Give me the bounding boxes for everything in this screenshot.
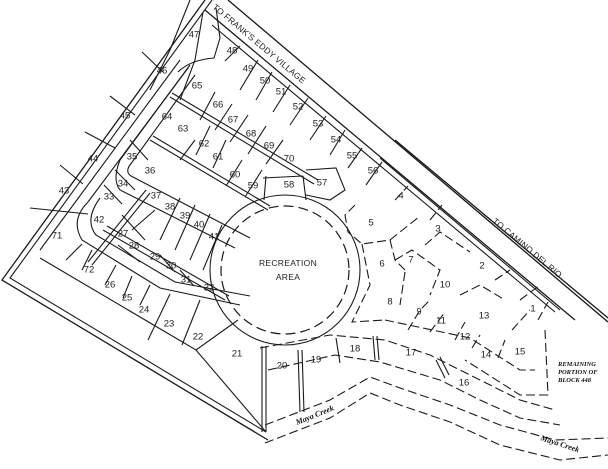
road-camino-del-rio <box>379 139 608 319</box>
lot-label-39: 39 <box>180 211 191 222</box>
lot-label-9: 9 <box>416 307 421 318</box>
lot-label-6: 6 <box>379 259 384 270</box>
recreation-area: RECREATION AREA <box>209 194 361 346</box>
lot-label-10: 10 <box>440 280 451 291</box>
lot-label-15: 15 <box>515 347 526 358</box>
lot-label-47: 47 <box>189 30 200 41</box>
lot-label-7: 7 <box>408 255 413 266</box>
lot-label-4: 4 <box>398 191 403 202</box>
lot-label-48: 48 <box>227 46 238 57</box>
lot-label-27: 27 <box>118 229 129 240</box>
svg-text:PORTION OF: PORTION OF <box>558 369 598 376</box>
svg-text:BLOCK 448: BLOCK 448 <box>557 377 592 384</box>
lot-label-11: 11 <box>436 316 446 327</box>
recreation-area-label-line2: AREA <box>276 272 300 282</box>
lot-label-49: 49 <box>243 64 254 75</box>
lot-label-30: 30 <box>166 261 177 272</box>
svg-text:REMAINING: REMAINING <box>557 361 596 368</box>
lot-label-51: 51 <box>276 87 287 98</box>
lot-lines-east-dashed <box>259 185 561 432</box>
lot-label-29: 29 <box>150 252 161 263</box>
lot-label-21: 21 <box>232 349 243 360</box>
lot-label-35: 35 <box>127 152 138 163</box>
lot-label-50: 50 <box>260 76 271 87</box>
lot-label-45: 45 <box>120 111 131 122</box>
lot-label-58: 58 <box>284 180 295 191</box>
lot-label-13: 13 <box>479 311 490 322</box>
lot-label-38: 38 <box>165 202 176 213</box>
lot-label-56: 56 <box>368 166 379 177</box>
lot-label-17: 17 <box>406 348 417 359</box>
road-franks-eddy-village <box>204 0 608 323</box>
lot-label-28: 28 <box>129 241 140 252</box>
lot-label-20: 20 <box>277 361 288 372</box>
lot-label-70: 70 <box>284 154 295 165</box>
lot-label-5: 5 <box>368 218 373 229</box>
street-label-camino-del-rio: TO CAMINO DEL RIO <box>491 216 565 280</box>
lot-label-18: 18 <box>350 344 361 355</box>
lot-label-72: 72 <box>84 265 95 276</box>
street-label-franks-eddy-village: TO FRANK'S EDDY VILLAGE <box>211 2 308 86</box>
lot-label-66: 66 <box>213 100 224 111</box>
remaining-portion-label: REMAINING PORTION OF BLOCK 448 <box>557 361 598 384</box>
lot-label-14: 14 <box>481 350 492 361</box>
lot-label-36: 36 <box>145 166 156 177</box>
lot-label-60: 60 <box>230 170 241 181</box>
lot-label-44: 44 <box>88 154 99 165</box>
lot-label-41: 41 <box>209 232 220 243</box>
lot-label-54: 54 <box>331 135 342 146</box>
lot-label-64: 64 <box>162 112 173 123</box>
lot-label-63: 63 <box>178 124 189 135</box>
lot-label-34: 34 <box>118 179 129 190</box>
lot-label-33: 33 <box>104 192 115 203</box>
lot-label-62: 62 <box>199 139 210 150</box>
lot-label-65: 65 <box>192 81 203 92</box>
lot-label-55: 55 <box>347 151 358 162</box>
lot-label-19: 19 <box>311 355 322 366</box>
lot-label-2: 2 <box>479 261 484 272</box>
lot-label-32: 32 <box>204 283 215 294</box>
lot-label-1: 1 <box>530 304 535 315</box>
lot-label-43: 43 <box>59 186 70 197</box>
lot-label-8: 8 <box>387 297 392 308</box>
lot-label-22: 22 <box>193 332 204 343</box>
lot-label-42: 42 <box>94 215 105 226</box>
internal-streets <box>39 0 319 306</box>
lot-lines-west <box>29 51 223 346</box>
lot-label-52: 52 <box>293 102 304 113</box>
lot-label-37: 37 <box>151 191 162 202</box>
lot-label-69: 69 <box>264 141 275 152</box>
lot-label-40: 40 <box>194 220 205 231</box>
lot-lines-north <box>195 45 383 201</box>
lot-label-61: 61 <box>213 152 224 163</box>
lot-label-24: 24 <box>139 305 150 316</box>
lot-label-3: 3 <box>435 224 440 235</box>
lot-label-26: 26 <box>105 280 116 291</box>
lot-label-71: 71 <box>52 231 63 242</box>
recreation-area-label-line1: RECREATION <box>259 258 317 268</box>
lot-label-23: 23 <box>164 319 175 330</box>
maya-creek: Maya Creek Maya Creek <box>264 376 608 461</box>
lot-label-59: 59 <box>248 181 259 192</box>
outer-boundary <box>1 0 269 441</box>
lot-label-53: 53 <box>313 119 324 130</box>
lot-label-16: 16 <box>459 378 470 389</box>
lot-label-12: 12 <box>460 332 471 343</box>
lot-label-67: 67 <box>228 115 239 126</box>
lot-label-31: 31 <box>181 275 192 286</box>
lot-label-25: 25 <box>122 293 133 304</box>
lot-label-46: 46 <box>157 66 168 77</box>
lot-label-57: 57 <box>317 178 328 189</box>
lot-label-68: 68 <box>246 129 257 140</box>
creek-label-east: Maya Creek <box>538 433 580 454</box>
